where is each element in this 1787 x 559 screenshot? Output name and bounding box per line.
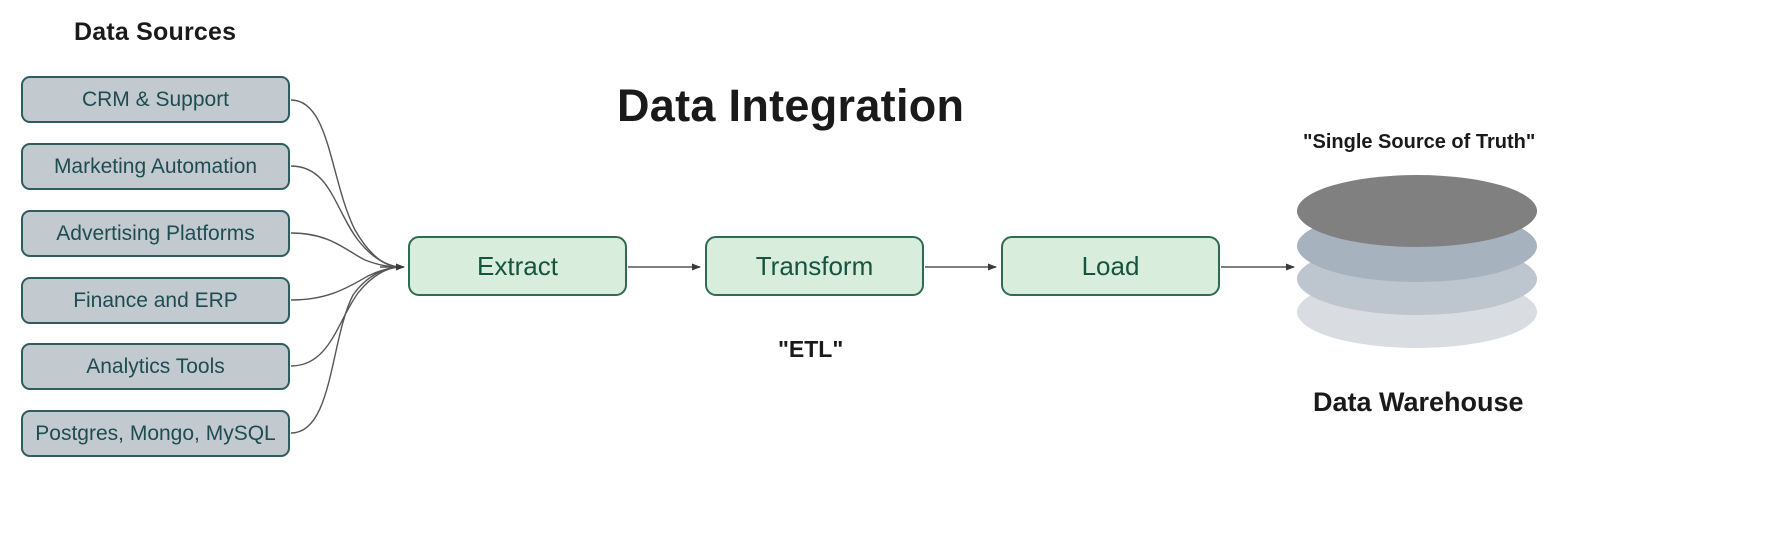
source-box-label: CRM & Support (81, 88, 230, 111)
source-box-analytics-tools[interactable]: Analytics Tools (21, 343, 290, 390)
source-box-databases[interactable]: Postgres, Mongo, MySQL (21, 410, 290, 457)
pipeline-stage-label: Transform (755, 251, 874, 281)
data-warehouse-caption: Data Warehouse (1313, 387, 1524, 417)
edge-databases-to-extract (290, 266, 399, 434)
etl-caption: "ETL" (778, 336, 844, 362)
edge-marketing-to-extract (290, 165, 399, 268)
source-box-finance-erp[interactable]: Finance and ERP (21, 277, 290, 324)
source-box-label: Marketing Automation (53, 155, 258, 178)
single-source-of-truth-caption: "Single Source of Truth" (1303, 131, 1536, 153)
page-title: Data Integration (617, 80, 965, 131)
source-box-crm-support[interactable]: CRM & Support (21, 76, 290, 123)
source-box-label: Analytics Tools (86, 355, 225, 378)
edge-analytics-to-extract (290, 266, 399, 367)
pipeline-stage-load[interactable]: Load (1001, 236, 1220, 296)
edge-crm-to-extract (290, 99, 399, 268)
warehouse-disc-1 (1297, 175, 1537, 247)
source-box-label: Finance and ERP (73, 289, 238, 312)
edge-finance-to-extract (290, 266, 399, 301)
source-box-label: Postgres, Mongo, MySQL (35, 422, 276, 445)
source-box-marketing-automation[interactable]: Marketing Automation (21, 143, 290, 190)
source-box-label: Advertising Platforms (56, 222, 255, 245)
source-box-advertising-platforms[interactable]: Advertising Platforms (21, 210, 290, 257)
data-warehouse-cylinder-icon (1297, 175, 1537, 350)
pipeline-stage-extract[interactable]: Extract (408, 236, 627, 296)
pipeline-stage-transform[interactable]: Transform (705, 236, 924, 296)
data-sources-heading: Data Sources (74, 18, 237, 46)
pipeline-stage-label: Extract (477, 251, 558, 281)
edge-advertising-to-extract (290, 232, 399, 268)
pipeline-stage-label: Load (1081, 251, 1140, 281)
